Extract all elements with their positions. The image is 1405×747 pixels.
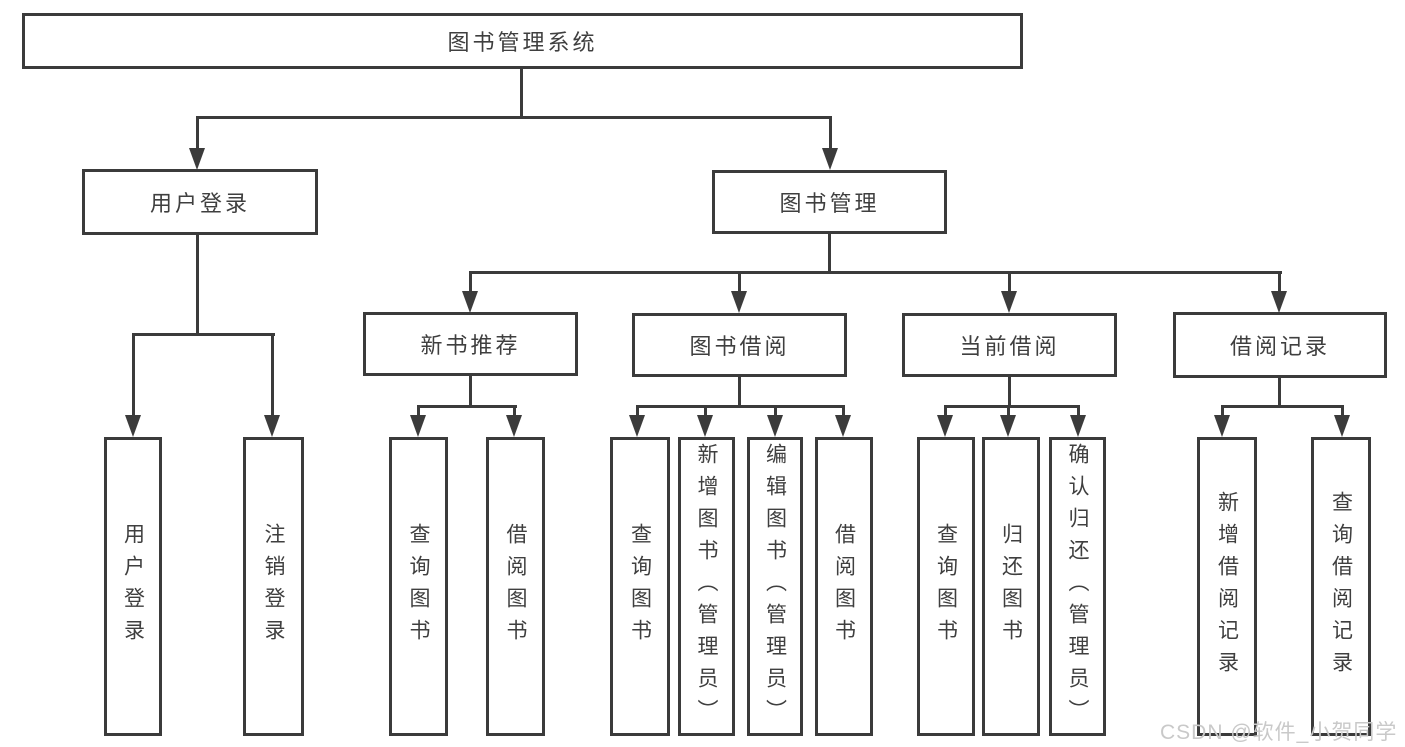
arrow-down-icon [1000, 415, 1016, 437]
leaf-records-query-label: 查询借阅记录 [1329, 490, 1353, 683]
arrow-down-icon [697, 415, 713, 437]
arrow-down-icon [1214, 415, 1230, 437]
leaf-borrow-query-label: 查询图书 [628, 522, 652, 651]
arrow-down-icon [125, 415, 141, 437]
connector-line [1278, 377, 1281, 407]
connector-line [1341, 405, 1344, 417]
connector-line [1008, 377, 1011, 407]
node-root: 图书管理系统 [22, 13, 1023, 69]
arrow-down-icon [937, 415, 953, 437]
connector-line [132, 333, 275, 336]
node-book-management: 图书管理 [712, 170, 947, 234]
connector-line [1008, 271, 1011, 293]
node-book-borrow-label: 图书借阅 [689, 334, 790, 359]
node-new-book-recommend-label: 新书推荐 [420, 333, 521, 358]
arrow-down-icon [264, 415, 280, 437]
connector-line [1221, 405, 1344, 408]
connector-line [1278, 271, 1281, 293]
connector-line [828, 234, 831, 273]
leaf-current-query: 查询图书 [917, 437, 975, 736]
connector-line [1077, 405, 1080, 417]
connector-line [944, 405, 1080, 408]
arrow-down-icon [1070, 415, 1086, 437]
arrow-down-icon [462, 291, 478, 313]
arrow-down-icon [629, 415, 645, 437]
node-book-borrow: 图书借阅 [632, 313, 847, 377]
csdn-watermark: CSDN @软件_小贺同学 [1160, 721, 1398, 744]
arrow-down-icon [822, 148, 838, 170]
connector-line [738, 271, 741, 293]
connector-line [132, 333, 135, 417]
leaf-borrow-add-label: 新增图书（管理员） [695, 442, 718, 731]
connector-line [738, 377, 741, 407]
leaf-newbook-borrow-label: 借阅图书 [504, 522, 527, 651]
leaf-current-confirm-label: 确认归还（管理员） [1066, 442, 1089, 731]
arrow-down-icon [1334, 415, 1350, 437]
connector-line [417, 405, 420, 417]
node-new-book-recommend: 新书推荐 [363, 312, 578, 376]
arrow-down-icon [1001, 291, 1017, 313]
leaf-borrow-borrow: 借阅图书 [815, 437, 873, 736]
arrow-down-icon [189, 148, 205, 170]
connector-line [829, 116, 832, 150]
arrow-down-icon [835, 415, 851, 437]
connector-line [520, 69, 523, 118]
connector-line [704, 405, 707, 417]
leaf-borrow-edit-label: 编辑图书（管理员） [763, 442, 787, 731]
connector-line [513, 405, 516, 417]
leaf-records-add: 新增借阅记录 [1197, 437, 1257, 736]
arrow-down-icon [506, 415, 522, 437]
arrow-down-icon [731, 291, 747, 313]
leaf-newbook-borrow: 借阅图书 [486, 437, 545, 736]
connector-line [271, 333, 274, 417]
leaf-newbook-query: 查询图书 [389, 437, 448, 736]
connector-line [1007, 405, 1010, 417]
node-root-label: 图书管理系统 [447, 30, 598, 55]
leaf-newbook-query-label: 查询图书 [407, 522, 430, 651]
node-borrow-records-label: 借阅记录 [1229, 334, 1330, 359]
connector-line [842, 405, 845, 417]
connector-line [417, 405, 517, 408]
leaf-borrow-query: 查询图书 [610, 437, 670, 736]
connector-line [636, 405, 639, 417]
node-book-management-label: 图书管理 [779, 191, 880, 216]
leaf-logout: 注销登录 [243, 437, 304, 736]
connector-line [196, 116, 199, 150]
arrow-down-icon [410, 415, 426, 437]
leaf-current-query-label: 查询图书 [934, 522, 958, 651]
leaf-current-confirm: 确认归还（管理员） [1049, 437, 1106, 736]
connector-line [469, 376, 472, 407]
connector-line [944, 405, 947, 417]
node-current-borrow-label: 当前借阅 [959, 334, 1060, 359]
arrow-down-icon [1271, 291, 1287, 313]
leaf-records-query: 查询借阅记录 [1311, 437, 1371, 736]
connector-line [1221, 405, 1224, 417]
connector-line [469, 271, 1282, 274]
connector-line [774, 405, 777, 417]
node-user-login: 用户登录 [82, 169, 318, 235]
node-user-login-label: 用户登录 [149, 191, 250, 216]
leaf-logout-label: 注销登录 [262, 522, 285, 651]
node-borrow-records: 借阅记录 [1173, 312, 1387, 378]
connector-line [196, 235, 199, 336]
leaf-user-login-label: 用户登录 [121, 522, 145, 651]
connector-line [469, 271, 472, 293]
leaf-current-return: 归还图书 [982, 437, 1040, 736]
leaf-borrow-borrow-label: 借阅图书 [832, 522, 856, 651]
node-current-borrow: 当前借阅 [902, 313, 1117, 377]
leaf-current-return-label: 归还图书 [999, 522, 1023, 651]
connector-line [196, 116, 832, 119]
connector-line [636, 405, 845, 408]
leaf-records-add-label: 新增借阅记录 [1215, 490, 1239, 683]
leaf-borrow-add: 新增图书（管理员） [678, 437, 735, 736]
arrow-down-icon [767, 415, 783, 437]
leaf-user-login: 用户登录 [104, 437, 162, 736]
leaf-borrow-edit: 编辑图书（管理员） [747, 437, 803, 736]
